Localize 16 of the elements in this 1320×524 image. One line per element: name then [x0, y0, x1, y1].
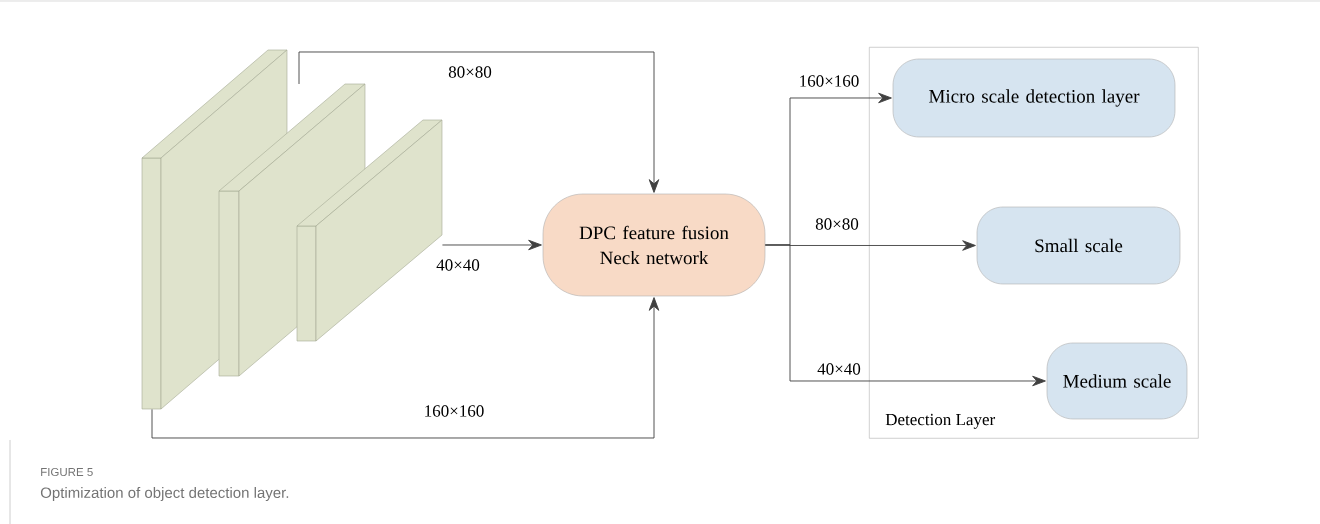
process-box: DPC feature fusion Neck network: [542, 193, 766, 297]
arrow: [151, 297, 660, 439]
detection-box: Small scale: [976, 206, 1181, 285]
detection-box: Micro scale detection layer: [892, 58, 1176, 138]
caption: Optimization of object detection layer.: [40, 487, 289, 501]
edge-label: 80×80: [815, 218, 859, 230]
arrow: [441, 239, 542, 251]
arrow: [298, 51, 660, 193]
edge-label: 160×160: [425, 405, 484, 417]
detection-box: Medium scale: [1046, 342, 1188, 420]
edge-label: 40×40: [817, 363, 861, 375]
edge-label: 160×160: [800, 75, 859, 87]
arrow: [764, 244, 1046, 387]
edge-label: 40×40: [436, 259, 480, 271]
figure-number: FIGURE 5: [41, 467, 93, 477]
edge-label: 80×80: [448, 66, 492, 78]
